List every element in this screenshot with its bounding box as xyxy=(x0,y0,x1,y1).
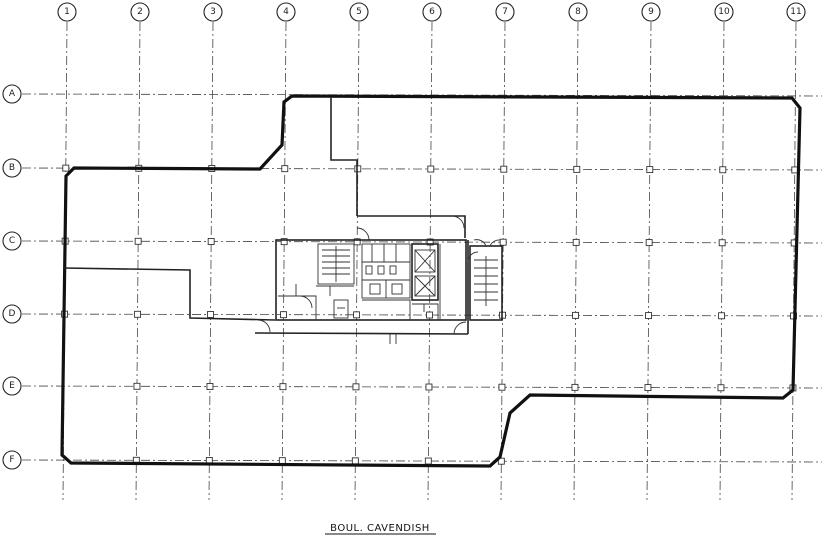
grid-line-col-9 xyxy=(646,21,652,501)
grid-bubble-label: 6 xyxy=(429,7,435,17)
grid-bubble-F: F xyxy=(2,450,22,470)
grid-line-row-A xyxy=(21,93,822,97)
grid-bubble-11: 11 xyxy=(786,2,806,22)
interior-walls xyxy=(63,97,466,321)
grid-bubble-label: 5 xyxy=(356,7,362,17)
structural-column xyxy=(207,238,215,245)
structural-column xyxy=(352,383,360,391)
structural-column xyxy=(645,239,653,247)
grid-bubble-9: 9 xyxy=(641,2,661,22)
structural-column xyxy=(207,311,215,318)
structural-column xyxy=(573,165,581,173)
structural-column xyxy=(353,238,361,246)
structural-column xyxy=(718,312,726,320)
grid-line-col-11 xyxy=(791,21,797,501)
structural-columns xyxy=(61,164,799,465)
grid-line-col-5 xyxy=(354,21,360,501)
grid-bubble-4: 4 xyxy=(276,2,296,22)
grid-bubble-label: F xyxy=(9,455,14,465)
structural-column xyxy=(572,238,580,246)
grid-bubble-label: C xyxy=(9,236,15,246)
building-core xyxy=(254,239,503,344)
grid-bubble-label: 11 xyxy=(790,7,801,17)
grid-bubble-10: 10 xyxy=(714,2,734,22)
structural-column xyxy=(719,166,727,174)
structural-column xyxy=(571,383,579,391)
grid-line-col-4 xyxy=(281,21,287,501)
structural-column xyxy=(424,457,432,465)
structural-column xyxy=(644,384,652,392)
grid-bubble-label: E xyxy=(9,381,15,391)
grid-line-col-7 xyxy=(500,21,506,501)
grid-bubble-3: 3 xyxy=(203,2,223,22)
column-grid-labels: 1 2 3 4 5 6 7 8 9 10 11 xyxy=(57,2,806,22)
structural-column xyxy=(426,311,434,319)
structural-column xyxy=(134,310,142,318)
structural-column xyxy=(280,311,288,319)
structural-column xyxy=(351,457,359,465)
grid-bubble-label: 7 xyxy=(502,7,508,17)
structural-column xyxy=(133,382,141,390)
structural-column xyxy=(426,238,434,246)
grid-line-row-D xyxy=(21,313,822,317)
grid-bubble-5: 5 xyxy=(349,2,369,22)
structural-column xyxy=(279,383,287,391)
structural-column xyxy=(572,311,580,319)
grid-lines xyxy=(21,21,822,501)
grid-line-col-8 xyxy=(573,21,579,501)
structural-column xyxy=(278,457,286,465)
grid-line-row-E xyxy=(21,385,822,389)
grid-bubble-2: 2 xyxy=(130,2,150,22)
grid-bubble-label: D xyxy=(9,309,16,319)
grid-bubble-label: 10 xyxy=(718,7,730,17)
grid-line-col-6 xyxy=(427,21,433,501)
structural-column xyxy=(645,312,653,320)
structural-column xyxy=(281,165,289,173)
grid-bubble-C: C xyxy=(2,231,22,251)
grid-bubble-6: 6 xyxy=(422,2,442,22)
grid-bubble-A: A xyxy=(2,84,22,104)
structural-column xyxy=(717,384,725,392)
grid-bubble-7: 7 xyxy=(495,2,515,22)
building-perimeter xyxy=(60,94,802,468)
grid-line-row-C xyxy=(21,240,822,244)
grid-bubble-1: 1 xyxy=(57,2,77,22)
structural-column xyxy=(134,237,142,245)
grid-line-row-F xyxy=(21,459,822,463)
grid-bubble-8: 8 xyxy=(568,2,588,22)
grid-bubble-label: 1 xyxy=(64,7,70,17)
structural-column xyxy=(499,238,507,246)
structural-column xyxy=(62,164,70,172)
structural-column xyxy=(718,239,726,247)
structural-column xyxy=(280,238,288,246)
grid-bubble-label: A xyxy=(9,89,16,99)
row-grid-labels: A B C D E F xyxy=(2,84,22,470)
structural-column xyxy=(497,457,505,465)
grid-bubble-label: 2 xyxy=(137,7,143,17)
grid-line-row-B xyxy=(21,167,822,171)
grid-line-col-10 xyxy=(719,21,725,501)
grid-line-col-2 xyxy=(135,21,141,501)
grid-bubble-D: D xyxy=(2,304,22,324)
street-label: BOUL. CAVENDISH xyxy=(330,523,430,534)
grid-line-col-3 xyxy=(208,21,214,501)
grid-bubble-E: E xyxy=(2,376,22,396)
structural-column xyxy=(206,383,214,390)
structural-column xyxy=(425,383,433,391)
grid-bubble-label: 3 xyxy=(210,7,216,17)
grid-bubble-B: B xyxy=(2,158,22,178)
structural-column xyxy=(646,166,654,174)
grid-bubble-label: 9 xyxy=(648,7,654,17)
structural-column xyxy=(427,165,435,173)
grid-bubble-label: 8 xyxy=(575,7,581,17)
structural-column xyxy=(500,165,508,173)
grid-bubble-label: B xyxy=(9,163,15,173)
structural-column xyxy=(498,383,506,391)
structural-column xyxy=(353,311,361,319)
grid-bubble-label: 4 xyxy=(283,7,289,17)
